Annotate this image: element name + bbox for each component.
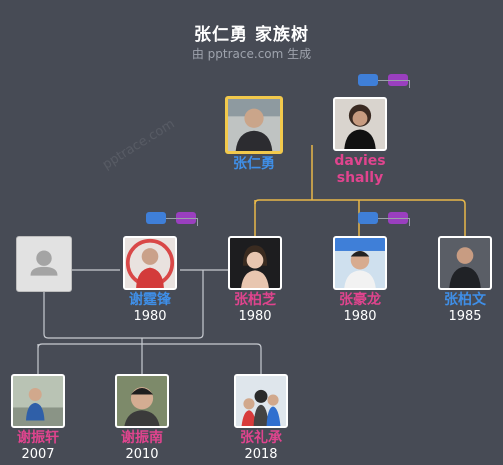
man-portrait-icon — [228, 99, 280, 151]
toggle-connector — [166, 218, 198, 219]
man-portrait-icon — [440, 238, 490, 288]
person-card-xie-zhenxuan[interactable]: 谢振轩 2007 — [0, 374, 78, 462]
person-name: 张柏芝 — [234, 292, 276, 308]
avatar-photo — [115, 374, 169, 428]
person-card-zhang-bowen[interactable]: 张柏文 1985 — [425, 236, 503, 324]
person-card-zhang-renyong[interactable]: 张仁勇 — [214, 96, 294, 173]
birth-year: 2007 — [21, 447, 55, 462]
avatar-photo — [438, 236, 492, 290]
toggle-connector — [409, 218, 410, 226]
person-card-zhang-licheng[interactable]: 张礼承 2018 — [221, 374, 301, 462]
avatar-photo — [333, 97, 387, 151]
avatar-photo — [11, 374, 65, 428]
toggle-connector — [197, 218, 198, 226]
man-portrait-icon — [125, 238, 175, 288]
birth-year: 1985 — [448, 309, 482, 324]
avatar-placeholder — [16, 236, 72, 292]
birth-year: 1980 — [238, 309, 272, 324]
person-name: 张仁勇 — [233, 156, 275, 172]
child-portrait-icon — [13, 376, 63, 426]
person-name: 谢振轩 — [17, 430, 59, 446]
avatar-photo — [333, 236, 387, 290]
birth-year: 1980 — [343, 309, 377, 324]
person-card-unknown[interactable] — [4, 236, 84, 292]
expand-toggle-blue[interactable] — [358, 212, 378, 224]
person-name: 谢霆锋 — [129, 292, 171, 308]
birth-year: 1980 — [133, 309, 167, 324]
person-card-zhang-haolong[interactable]: 张豪龙 1980 — [320, 236, 400, 324]
woman-portrait-icon — [230, 238, 280, 288]
expand-toggle-blue[interactable] — [146, 212, 166, 224]
avatar-photo — [123, 236, 177, 290]
person-card-davies-shally[interactable]: davies shally — [320, 97, 400, 187]
birth-year: 2018 — [244, 447, 278, 462]
family-portrait-icon — [236, 376, 286, 426]
person-card-xie-tingfeng[interactable]: 谢霆锋 1980 — [110, 236, 190, 324]
person-name: 张礼承 — [240, 430, 282, 446]
parent-child-lines — [254, 145, 466, 236]
family-lines — [37, 269, 262, 374]
toggle-connector — [378, 218, 410, 219]
man-portrait-icon — [335, 238, 385, 288]
person-card-xie-zhennan[interactable]: 谢振南 2010 — [102, 374, 182, 462]
person-name: 谢振南 — [121, 430, 163, 446]
avatar-photo — [234, 374, 288, 428]
toggle-connector — [409, 80, 410, 88]
person-name: davies shally — [334, 153, 386, 186]
avatar-photo — [225, 96, 283, 154]
avatar-photo — [228, 236, 282, 290]
page-subtitle: 由 pptrace.com 生成 — [191, 47, 312, 61]
page-title: 张仁勇 家族树 — [194, 25, 309, 45]
person-name: 张豪龙 — [339, 292, 381, 308]
person-name: 张柏文 — [444, 292, 486, 308]
woman-portrait-icon — [335, 99, 385, 149]
person-placeholder-icon — [30, 250, 58, 276]
expand-toggle-blue[interactable] — [358, 74, 378, 86]
birth-year: 2010 — [125, 447, 159, 462]
child-portrait-icon — [117, 376, 167, 426]
toggle-connector — [378, 80, 410, 81]
person-card-zhang-baizhi[interactable]: 张柏芝 1980 — [215, 236, 295, 324]
